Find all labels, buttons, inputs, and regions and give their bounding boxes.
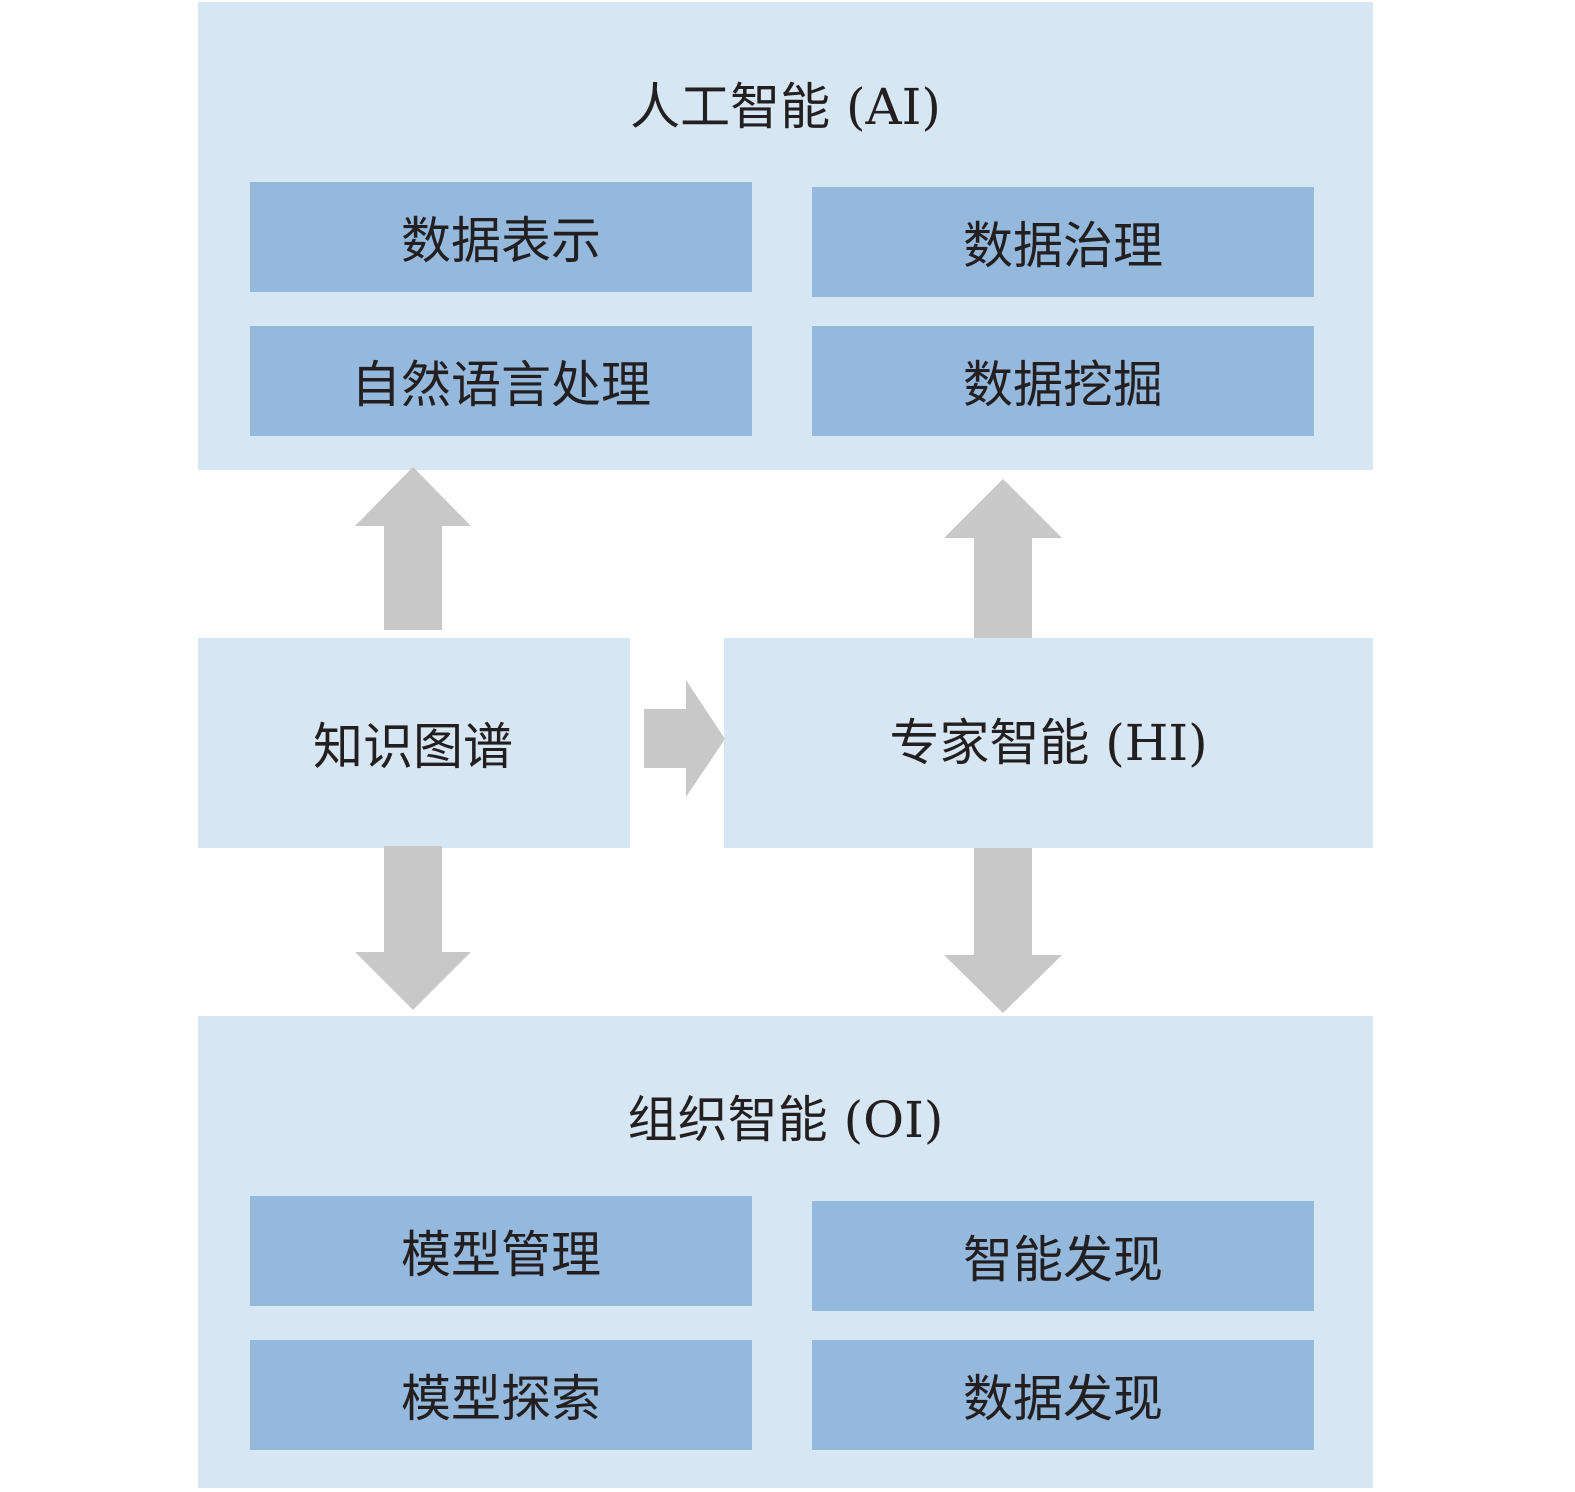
knowledge-graph-panel: 知识图谱 [198,638,630,848]
arrow-up-kg-to-ai [355,467,471,630]
arrow-down-hi-to-oi [944,848,1062,1013]
oi-item-intelligent-discovery: 智能发现 [812,1201,1314,1311]
arrow-right-kg-to-hi [644,680,725,797]
ai-panel-title: 人工智能 (AI) [630,78,941,136]
arrow-up-hi-to-ai [944,479,1062,638]
knowledge-graph-label: 知识图谱 [313,718,513,776]
arrow-down-kg-to-oi [355,846,471,1010]
ai-item-data-representation: 数据表示 [250,182,752,292]
oi-panel-title: 组织智能 (OI) [627,1091,944,1149]
ai-item-natural-language-processing: 自然语言处理 [250,326,752,436]
expert-intelligence-label: 专家智能 (HI) [889,714,1208,772]
oi-item-data-discovery: 数据发现 [812,1340,1314,1450]
expert-intelligence-panel: 专家智能 (HI) [724,638,1373,848]
oi-item-model-management: 模型管理 [250,1196,752,1306]
oi-item-model-exploration: 模型探索 [250,1340,752,1450]
ai-item-data-mining: 数据挖掘 [812,326,1314,436]
ai-item-data-governance: 数据治理 [812,187,1314,297]
